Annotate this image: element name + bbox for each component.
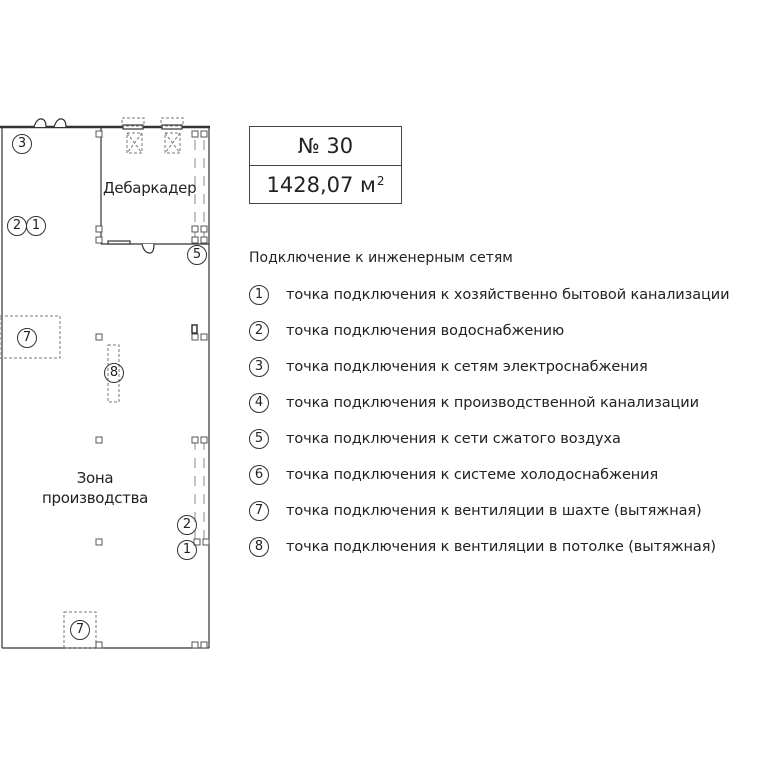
legend: Подключение к инженерным сетям 1 точка п… <box>249 250 730 565</box>
marker-8-ceiling: 8 <box>104 363 124 383</box>
legend-number-icon: 1 <box>249 285 269 305</box>
legend-item: 5 точка подключения к сети сжатого возду… <box>249 421 729 457</box>
marker-1-sewage: 1 <box>26 216 46 236</box>
marker-2-water: 2 <box>177 515 197 535</box>
floor-plan-drawing <box>0 117 210 649</box>
legend-title: Подключение к инженерным сетям <box>249 250 513 266</box>
legend-item: 7 точка подключения к вентиляции в шахте… <box>249 493 729 529</box>
legend-text: точка подключения к сети сжатого воздуха <box>286 431 621 447</box>
legend-number-icon: 5 <box>249 429 269 449</box>
marker-5-air: 5 <box>187 245 207 265</box>
legend-number-icon: 4 <box>249 393 269 413</box>
unit-area-value: 1428,07 м <box>266 173 376 197</box>
zone-label-production-line1: Зона <box>76 469 114 487</box>
legend-item: 2 точка подключения водоснабжению <box>249 313 729 349</box>
zone-label-dock: Дебаркадер <box>103 179 197 197</box>
legend-item: 1 точка подключения к хозяйственно бытов… <box>249 277 730 313</box>
zone-label-production: Зона производства <box>30 468 160 508</box>
legend-text: точка подключения к системе холодоснабже… <box>286 467 659 483</box>
legend-text: точка подключения водоснабжению <box>286 323 565 339</box>
legend-text: точка подключения к вентиляции в шахте (… <box>286 503 702 519</box>
legend-text: точка подключения к сетям электроснабжен… <box>286 359 648 375</box>
marker-7-shaft: 7 <box>17 328 37 348</box>
legend-item: 4 точка подключения к производственной к… <box>249 385 729 421</box>
zone-label-production-line2: производства <box>41 489 149 507</box>
legend-text: точка подключения к производственной кан… <box>286 395 699 411</box>
legend-item: 8 точка подключения к вентиляции в потол… <box>249 529 729 565</box>
marker-2-water: 2 <box>7 216 27 236</box>
unit-number: № 30 <box>297 134 354 158</box>
legend-item: 3 точка подключения к сетям электроснабж… <box>249 349 729 385</box>
legend-text: точка подключения к вентиляции в потолке… <box>286 539 716 555</box>
marker-1-sewage: 1 <box>177 540 197 560</box>
legend-number-icon: 7 <box>249 501 269 521</box>
legend-text: точка подключения к хозяйственно бытовой… <box>286 287 730 303</box>
legend-number-icon: 3 <box>249 357 269 377</box>
floor-plan: Дебаркадер Зона производства 3 2 1 5 7 8… <box>0 0 230 768</box>
marker-3-electric: 3 <box>12 134 32 154</box>
unit-area-sup: 2 <box>376 174 385 188</box>
legend-item: 6 точка подключения к системе холодоснаб… <box>249 457 729 493</box>
legend-number-icon: 6 <box>249 465 269 485</box>
marker-7-shaft: 7 <box>70 620 90 640</box>
legend-number-icon: 8 <box>249 537 269 557</box>
legend-number-icon: 2 <box>249 321 269 341</box>
